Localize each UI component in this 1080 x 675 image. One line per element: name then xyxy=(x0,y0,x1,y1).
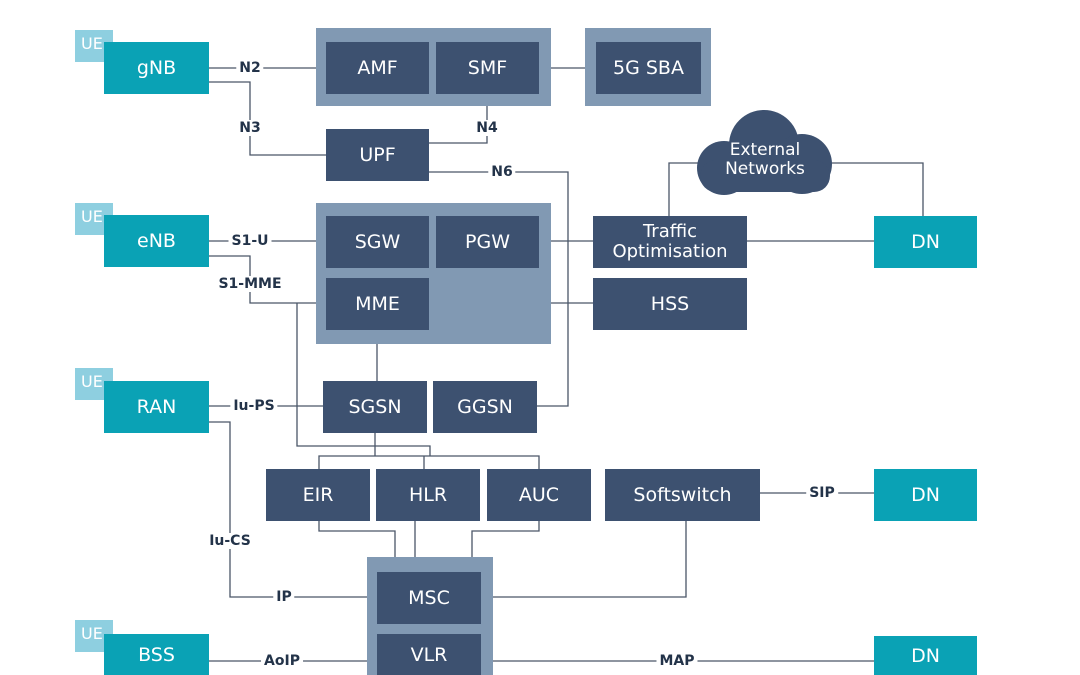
enb-node: eNB xyxy=(104,215,209,267)
gnb-node: gNB xyxy=(104,42,209,94)
sgw-node: SGW xyxy=(326,216,429,268)
ran-node: RAN xyxy=(104,381,209,433)
interface-iups: Iu-PS xyxy=(230,398,278,414)
dn-node-1: DN xyxy=(874,216,977,268)
pgw-node: PGW xyxy=(436,216,539,268)
msc-node: MSC xyxy=(377,572,481,624)
sba-node: 5G SBA xyxy=(596,42,701,94)
auc-node: AUC xyxy=(487,469,591,521)
external-networks-label: External Networks xyxy=(725,140,805,179)
hss-node: HSS xyxy=(593,278,747,330)
sgsn-node: SGSN xyxy=(323,381,427,433)
dn-node-2: DN xyxy=(874,469,977,521)
dn-node-3: DN xyxy=(874,636,977,675)
interface-ip: IP xyxy=(273,589,295,605)
interface-sip: SIP xyxy=(806,485,838,501)
interface-n6: N6 xyxy=(488,164,516,180)
hlr-node: HLR xyxy=(376,469,480,521)
smf-node: SMF xyxy=(436,42,539,94)
interface-s1mme: S1-MME xyxy=(215,276,285,292)
interface-n3: N3 xyxy=(236,120,264,136)
vlr-node: VLR xyxy=(377,634,481,675)
traffic-optimisation-node: Traffic Optimisation xyxy=(593,216,747,268)
amf-node: AMF xyxy=(326,42,429,94)
external-networks-cloud xyxy=(697,110,832,195)
interface-aoip: AoIP xyxy=(261,653,303,669)
upf-node: UPF xyxy=(326,129,429,181)
softswitch-node: Softswitch xyxy=(605,469,760,521)
interface-s1u: S1-U xyxy=(228,233,272,249)
mme-node: MME xyxy=(326,278,429,330)
interface-map: MAP xyxy=(656,653,698,669)
interface-n2: N2 xyxy=(236,60,264,76)
bss-node: BSS xyxy=(104,634,209,675)
interface-iucs: Iu-CS xyxy=(206,533,254,549)
ggsn-node: GGSN xyxy=(433,381,537,433)
eir-node: EIR xyxy=(266,469,370,521)
interface-n4: N4 xyxy=(473,120,501,136)
